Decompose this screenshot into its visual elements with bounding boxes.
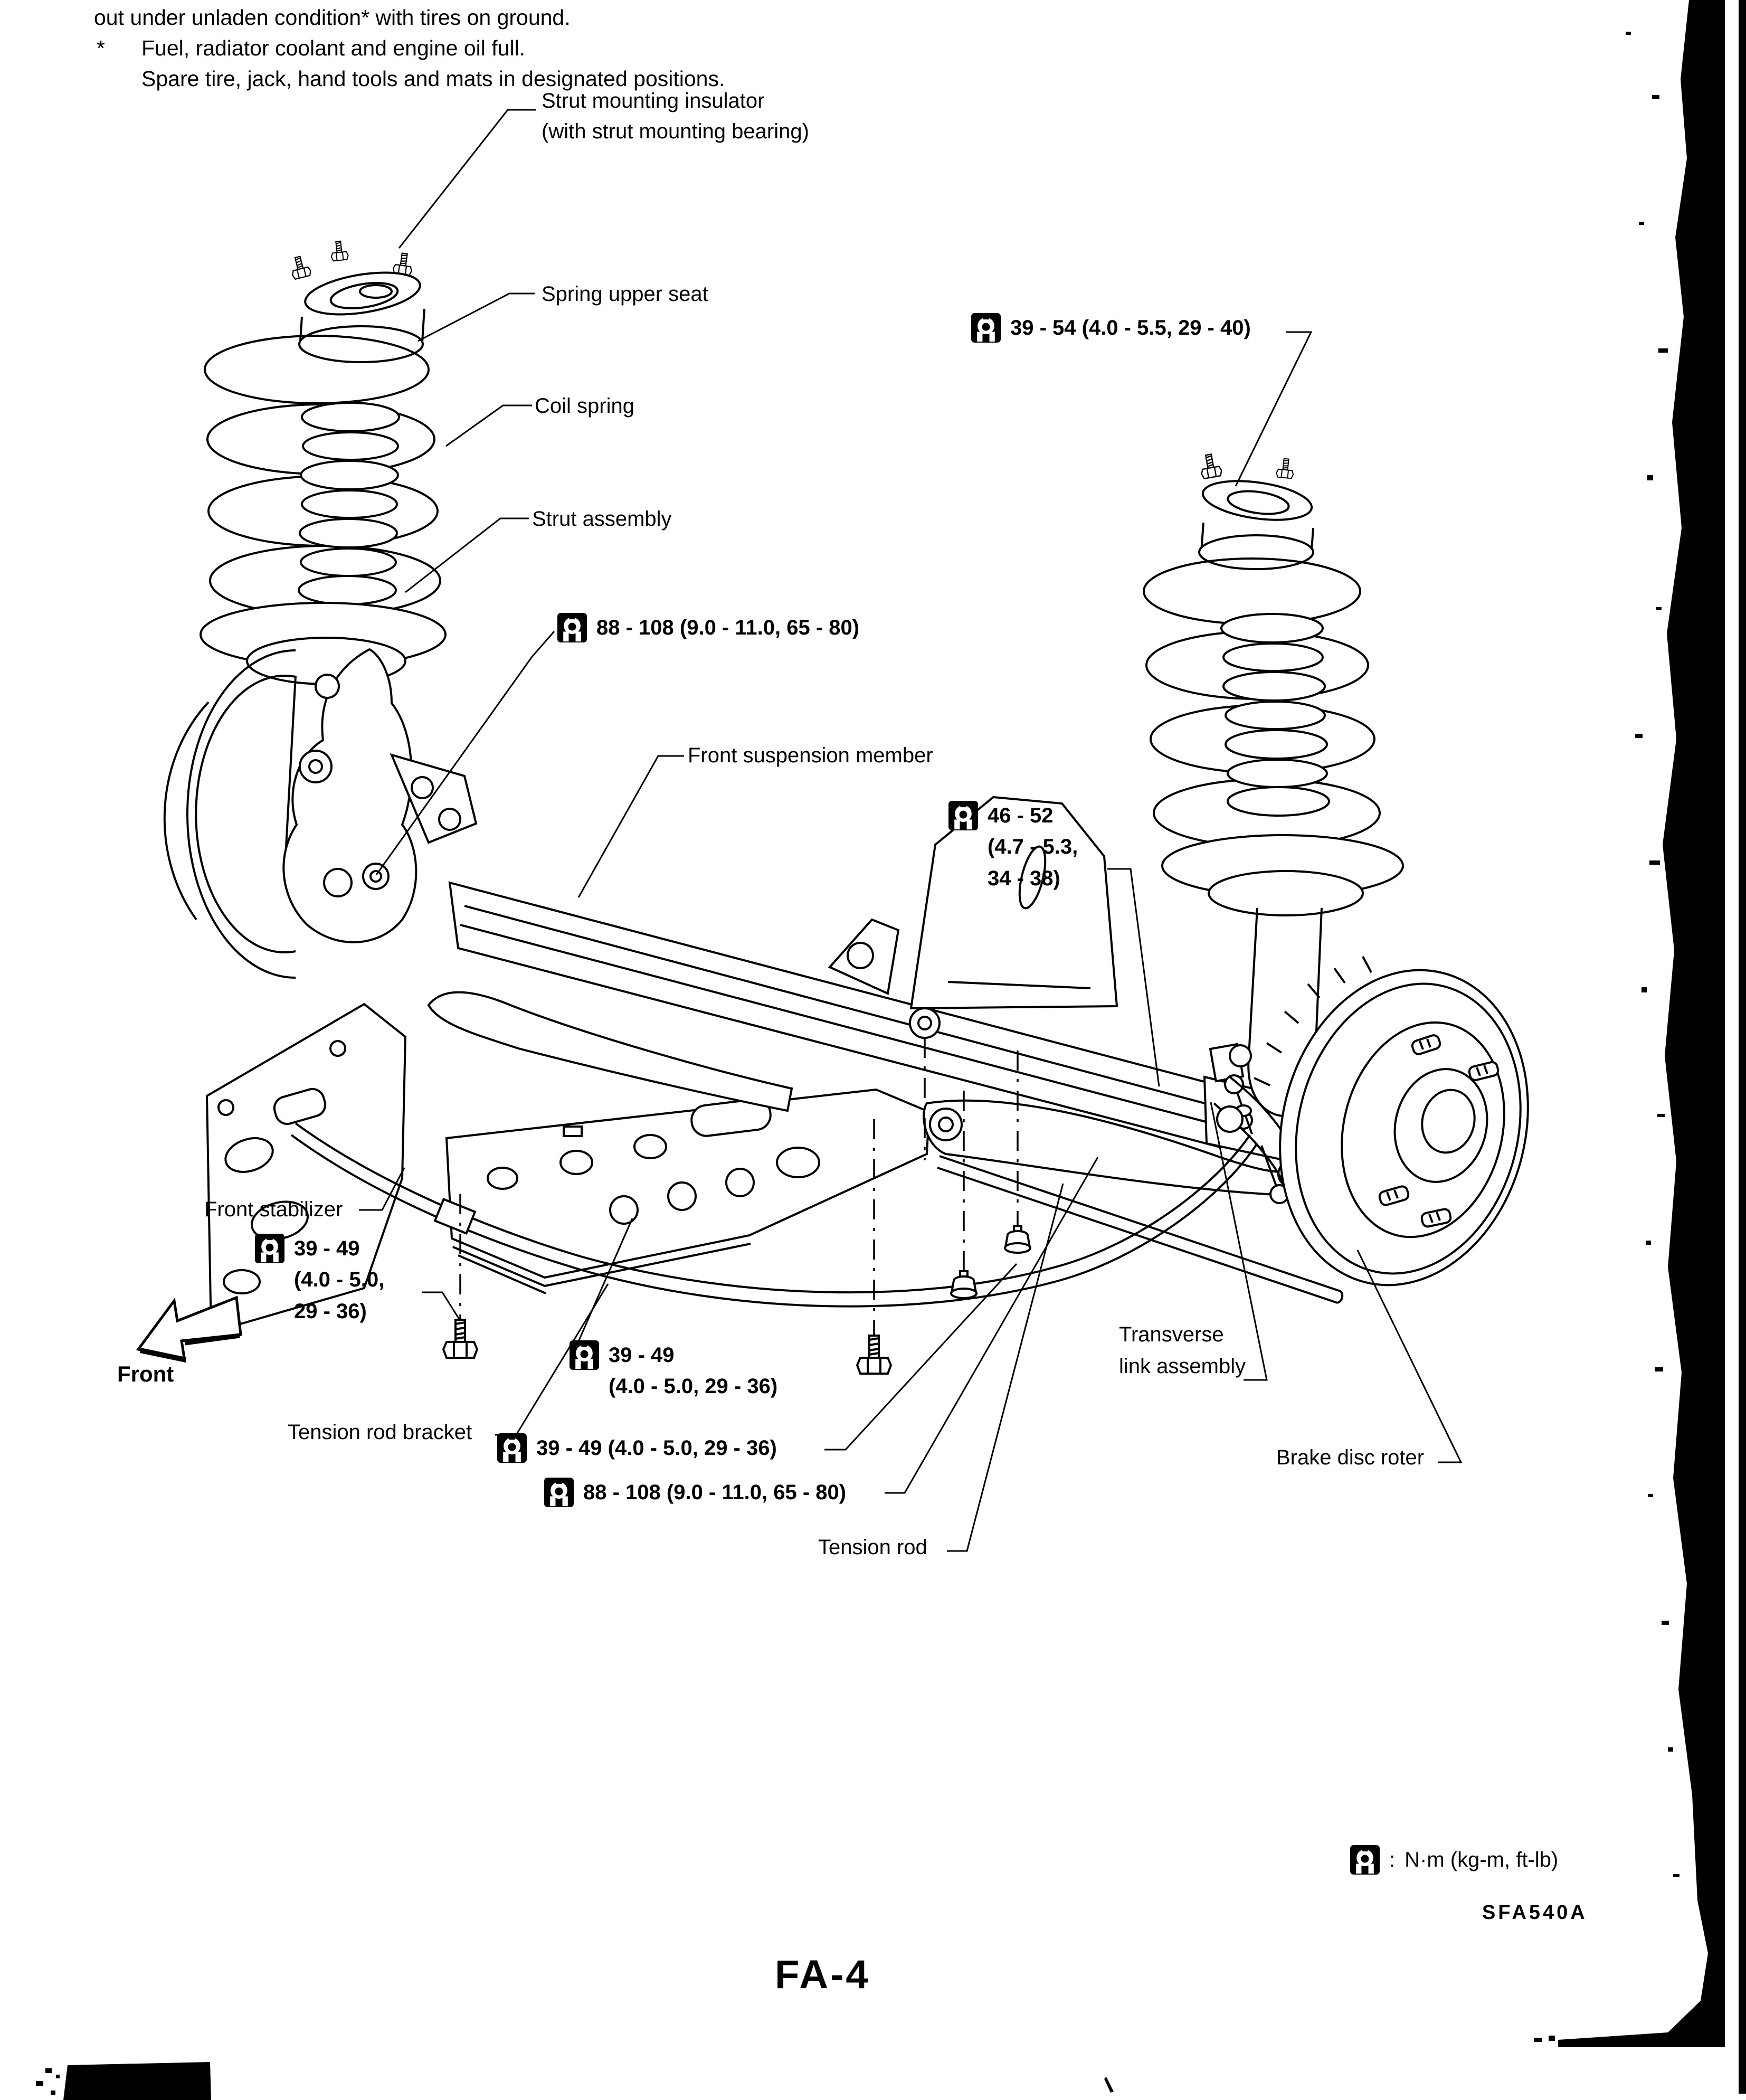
torque-tr-bracket-line1: 39 - 49: [609, 1344, 675, 1367]
label-transverse-line1: Transverse: [1119, 1323, 1224, 1346]
torque-legend-units: N·m (kg-m, ft-lb): [1405, 1848, 1559, 1871]
torque-legend: : N·m (kg-m, ft-lb): [1350, 1844, 1558, 1875]
scan-artifacts: [36, 0, 1746, 2100]
torque-tr-bracket-line2: (4.0 - 5.0, 29 - 36): [609, 1375, 778, 1398]
label-spring-upper-seat: Spring upper seat: [542, 282, 708, 306]
note-line-3: Spare tire, jack, hand tools and mats in…: [141, 67, 725, 91]
figure-code: SFA540A: [1482, 1902, 1588, 1924]
torque-wrench-icon: [948, 801, 978, 830]
torque-transverse-link-bolt: 39 - 49 (4.0 - 5.0, 29 - 36): [497, 1433, 777, 1463]
torque-wrench-icon: [255, 1234, 284, 1263]
label-front-direction: Front: [117, 1361, 174, 1386]
note-line-1: out under unladen condition* with tires …: [94, 5, 571, 30]
torque-wrench-icon: [1350, 1845, 1380, 1875]
label-front-suspension-member: Front suspension member: [688, 744, 933, 767]
torque-conn-rod-line2: (4.7 - 5.3,: [988, 835, 1078, 858]
torque-tension-rod-bracket-bolt: 39 - 49 (4.0 - 5.0, 29 - 36): [570, 1340, 777, 1402]
torque-strut-mounting-nut-value: 39 - 54 (4.0 - 5.5, 29 - 40): [1010, 316, 1251, 339]
torque-conn-rod-line3: 34 - 38): [988, 867, 1060, 890]
left-strut-art: [163, 240, 478, 979]
note-bullet: *: [97, 36, 105, 60]
brake-disc-art: [1254, 956, 1529, 1287]
torque-wrench-icon: [557, 613, 587, 642]
torque-legend-colon: :: [1389, 1848, 1396, 1871]
label-coil-spring: Coil spring: [535, 394, 634, 418]
stabilizer-bar-art: [290, 1074, 1289, 1308]
fastener-art: [442, 1038, 1031, 1375]
label-transverse-link-assembly: Transverse link assembly: [1119, 1319, 1246, 1382]
leader-lines: [359, 109, 1463, 1552]
torque-stab-clamp-line1: 39 - 49: [294, 1237, 360, 1260]
torque-strut-gland-value: 88 - 108 (9.0 - 11.0, 65 - 80): [596, 616, 860, 639]
label-tension-rod: Tension rod: [818, 1536, 927, 1559]
torque-tension-rod-nut-value: 88 - 108 (9.0 - 11.0, 65 - 80): [583, 1481, 847, 1504]
torque-wrench-icon: [971, 313, 1001, 343]
label-tension-rod-bracket: Tension rod bracket: [288, 1421, 472, 1444]
torque-wrench-icon: [544, 1478, 574, 1507]
torque-transverse-link-value: 39 - 49 (4.0 - 5.0, 29 - 36): [536, 1436, 777, 1460]
note-line-2: Fuel, radiator coolant and engine oil fu…: [141, 36, 526, 60]
torque-strut-mounting-nut: 39 - 54 (4.0 - 5.5, 29 - 40): [971, 313, 1251, 343]
torque-strut-gland: 88 - 108 (9.0 - 11.0, 65 - 80): [557, 612, 859, 643]
front-arrow: [136, 1295, 242, 1363]
label-transverse-line2: link assembly: [1119, 1355, 1246, 1378]
label-strut-mounting-insulator-line2: (with strut mounting bearing): [542, 120, 809, 143]
torque-conn-rod-line1: 46 - 52: [988, 804, 1054, 827]
right-strut-art: [1143, 452, 1404, 1183]
torque-stab-clamp-line3: 29 - 36): [294, 1300, 367, 1323]
label-brake-disc-rotor: Brake disc roter: [1276, 1446, 1425, 1469]
page-number: FA-4: [775, 1952, 870, 1997]
torque-tension-rod-nut: 88 - 108 (9.0 - 11.0, 65 - 80): [544, 1477, 846, 1508]
torque-stab-clamp-line2: (4.0 - 5.0,: [294, 1268, 385, 1291]
tension-rod-bracket-art: [445, 1088, 931, 1294]
label-front-stabilizer: Front stabilizer: [204, 1198, 343, 1221]
label-strut-mounting-insulator-line1: Strut mounting insulator: [542, 89, 765, 112]
torque-wrench-icon: [497, 1433, 527, 1463]
torque-stabilizer-clamp: 39 - 49 (4.0 - 5.0, 29 - 36): [255, 1233, 384, 1327]
label-strut-mounting-insulator: Strut mounting insulator (with strut mou…: [542, 86, 809, 147]
label-strut-assembly: Strut assembly: [532, 507, 672, 531]
torque-stabilizer-connecting-rod: 46 - 52 (4.7 - 5.3, 34 - 38): [948, 800, 1078, 894]
torque-wrench-icon: [570, 1340, 599, 1370]
